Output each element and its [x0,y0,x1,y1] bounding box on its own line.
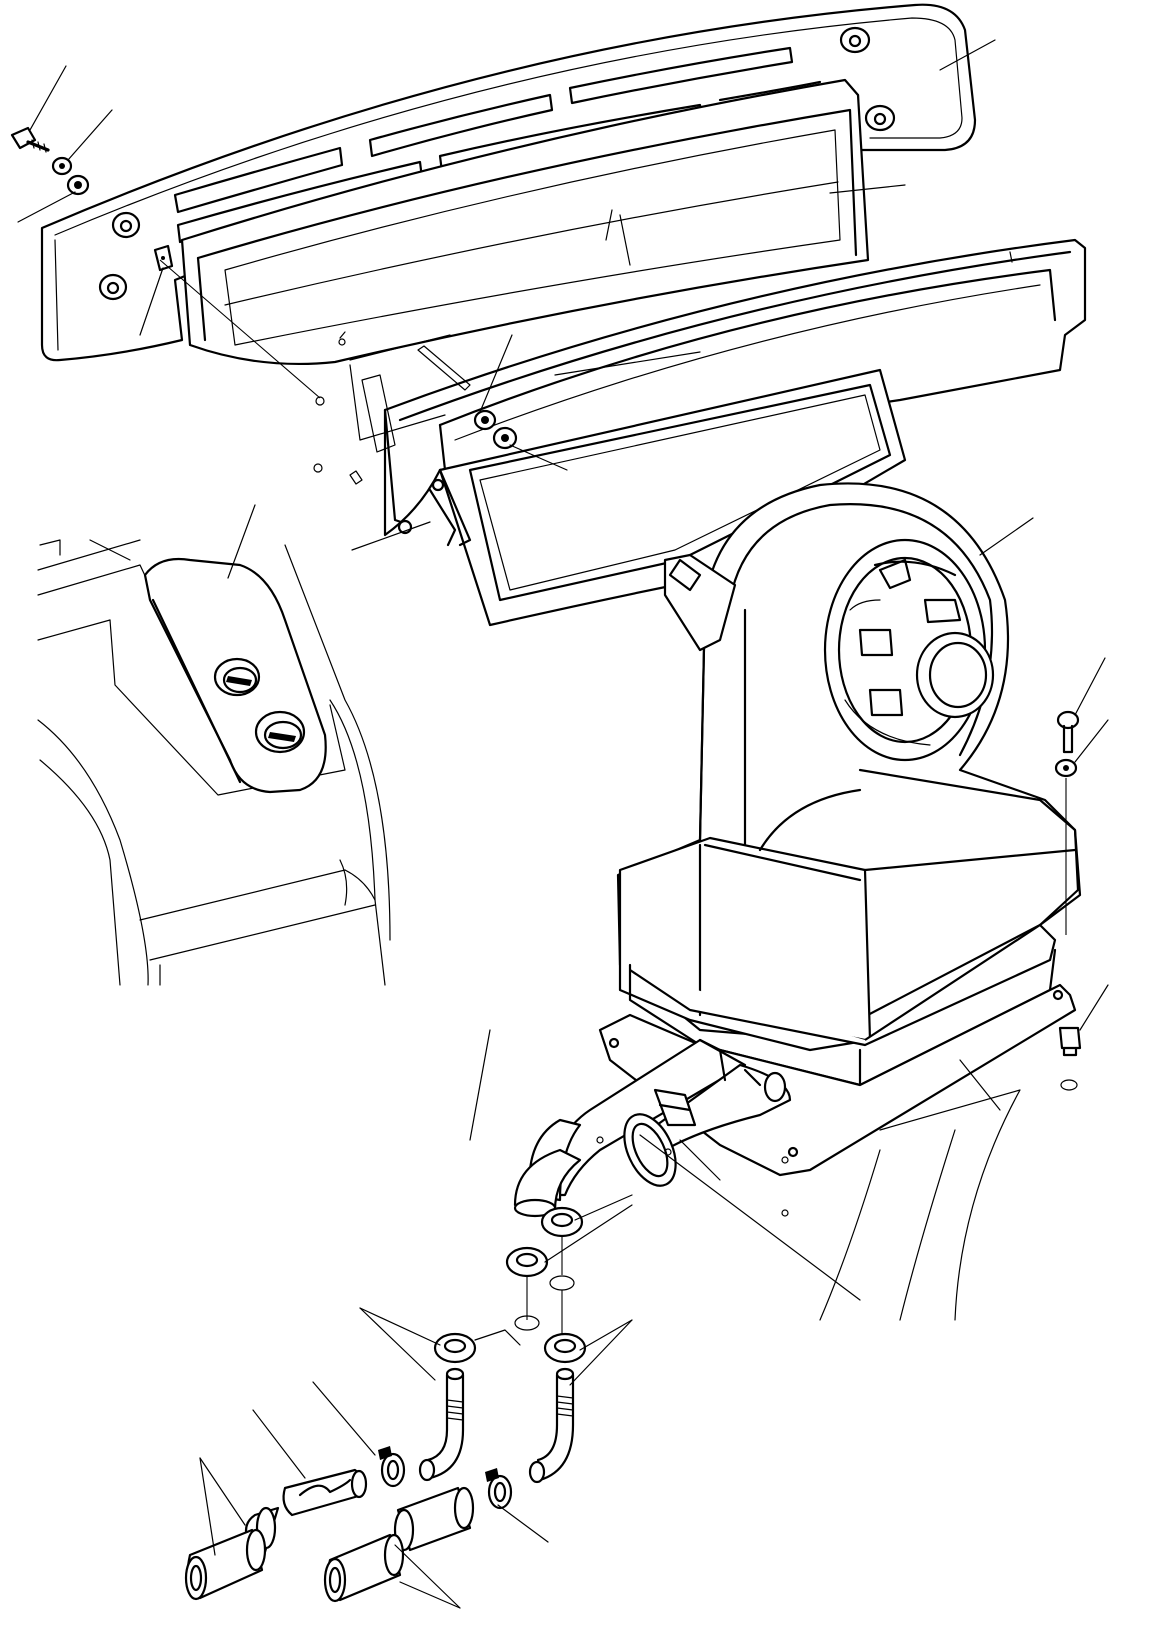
hose-elbow [418,1367,465,1482]
heater-hose [323,1533,405,1603]
grommet [111,211,141,239]
grommet [505,1246,549,1278]
cab-structure-lines [338,331,1021,1321]
air-filter-element [180,78,870,366]
heater-pipe-assembly [513,1038,792,1218]
washer [51,156,73,176]
upper-duct-cover [40,3,977,362]
hose-elbow [528,1367,575,1484]
grommet [540,1206,584,1238]
washer [473,409,497,431]
nut [66,174,90,196]
nut [1058,1026,1082,1057]
callout-leaders [17,39,1109,1609]
grommet [839,26,871,54]
bolt [1056,710,1080,754]
hose-clamp [378,1446,406,1488]
nut [492,426,518,450]
grommet [98,273,128,301]
heater-hose [282,1468,368,1517]
control-knob [254,710,306,754]
grommet [864,104,896,132]
bolt [10,126,50,153]
nut [153,244,174,272]
grommet [543,1332,587,1364]
control-panel-inset [37,539,391,986]
grommet [433,1332,477,1364]
control-knob [213,657,261,697]
washer [1054,758,1078,778]
heater-hose [184,1528,267,1601]
hose-clamp [485,1468,513,1510]
heater-hose [393,1486,475,1552]
